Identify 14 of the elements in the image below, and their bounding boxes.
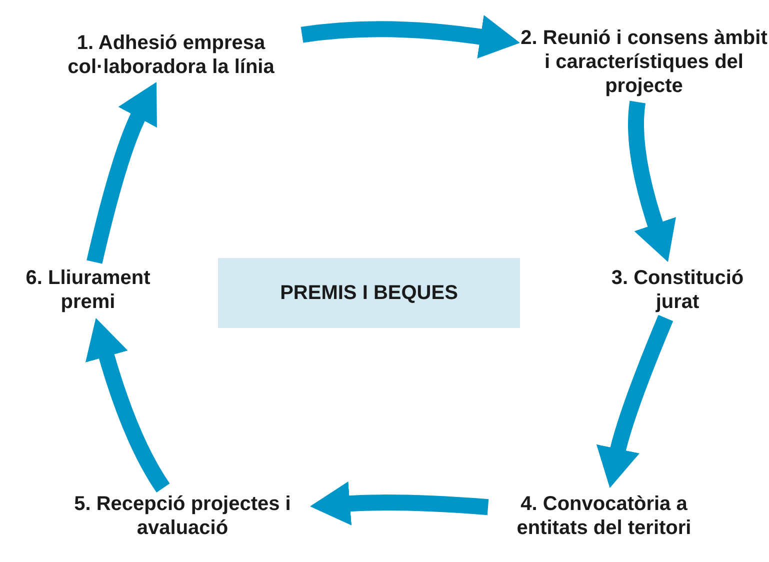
curved-arrow: [628, 101, 676, 262]
curved-arrow: [596, 314, 674, 488]
step-label: 3. Constitució jurat: [610, 266, 745, 314]
step-label: 1. Adhesió empresa col·laboradora la línia: [66, 31, 276, 79]
step-label: 4. Convocatòria a entitats del teritori: [516, 492, 692, 540]
step-label: 5. Recepció projectes i avaluació: [73, 492, 292, 540]
curved-arrow: [300, 15, 520, 59]
step-label: 6. Lliurament premi: [24, 266, 152, 314]
title-text: PREMIS I BEQUES: [280, 281, 458, 305]
title-box: [218, 258, 520, 328]
step-label: 2. Reunió i consens àmbit i característiques del projecte: [520, 26, 768, 98]
curved-arrow: [86, 318, 170, 492]
curved-arrow: [310, 482, 489, 526]
curved-arrow: [86, 82, 158, 264]
